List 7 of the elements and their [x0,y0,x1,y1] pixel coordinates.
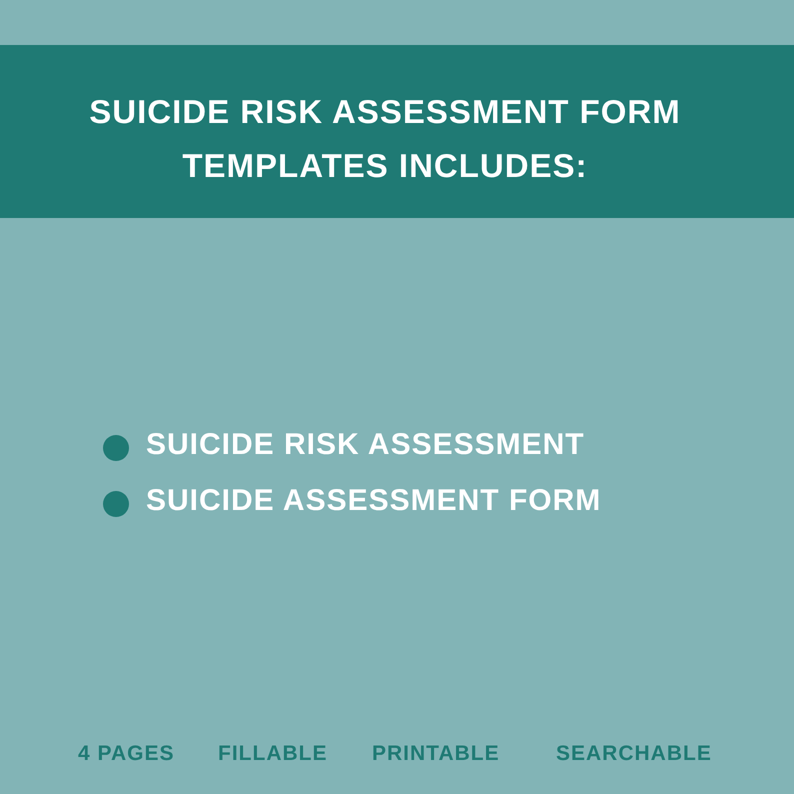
title: SUICIDE RISK ASSESSMENT FORM TEMPLATES INCLUDES: [88,92,682,186]
list-item: SUICIDE ASSESSMENT FORM [146,484,602,518]
feature-label: 4 PAGES [78,742,174,766]
list-item: SUICIDE RISK ASSESSMENT [146,428,585,462]
feature-label: FILLABLE [218,742,328,766]
feature-label: PRINTABLE [372,742,500,766]
feature-label: SEARCHABLE [556,742,712,766]
